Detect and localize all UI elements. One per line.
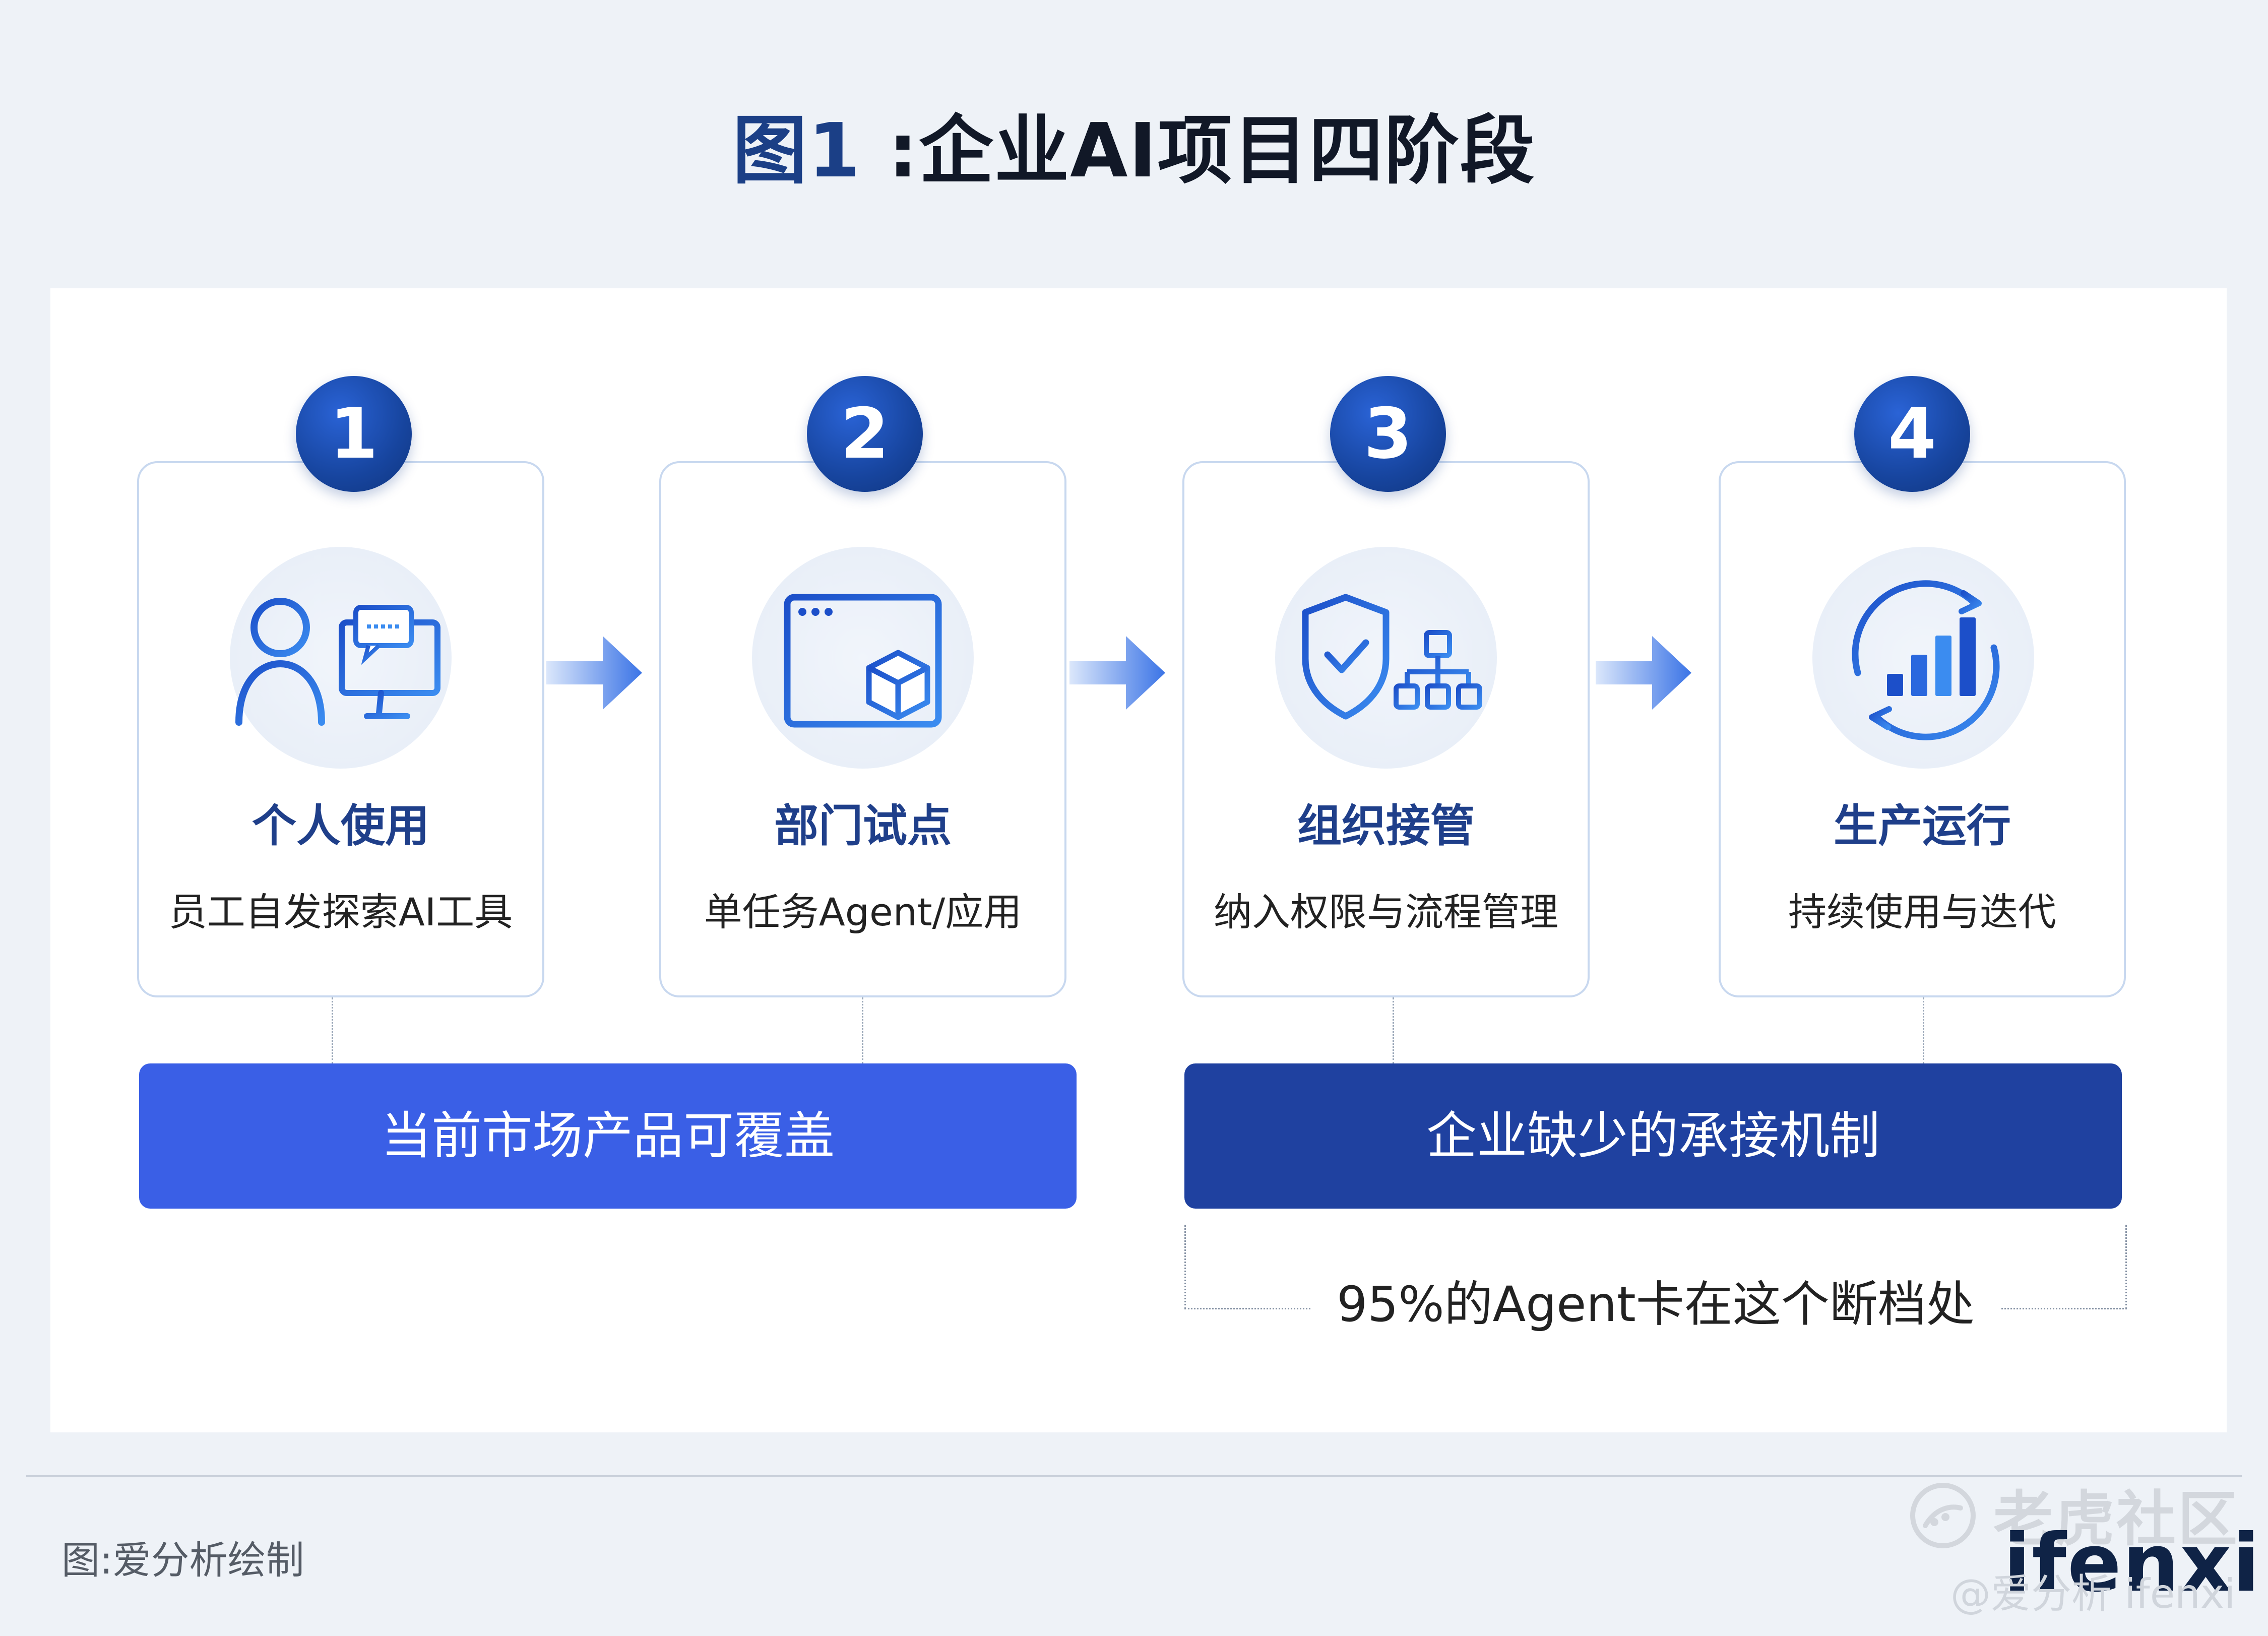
connector-line [332, 997, 333, 1064]
figure-number: 图1 [732, 107, 861, 194]
stage-number-badge-1: 1 [296, 376, 412, 492]
stage-title-1: 个人使用 [251, 800, 429, 852]
market-coverage-bar: 当前市场产品可覆盖 [139, 1063, 1077, 1209]
source-note: 图:爱分析绘制 [61, 1538, 304, 1583]
gap-note: 95%的Agent卡在这个断档处 [1310, 1271, 2001, 1338]
person-monitor-icon [230, 547, 452, 769]
figure-title-text: :企业AI项目四阶段 [861, 107, 1536, 194]
connector-line [1923, 997, 1924, 1064]
watermark-community: 老虎社区 [1993, 1484, 2240, 1554]
cycle-bar-chart-icon [1812, 547, 2034, 769]
stage-title-2: 部门试点 [774, 800, 952, 852]
brand-logo: ifenxi [2003, 1517, 2261, 1610]
page-title: 图1 :企业AI项目四阶段 [0, 90, 2268, 198]
missing-mechanism-bar: 企业缺少的承接机制 [1184, 1063, 2122, 1209]
footer-divider [26, 1475, 2242, 1477]
stage-number-badge-2: 2 [807, 376, 923, 492]
stage-number-badge-4: 4 [1854, 376, 1970, 492]
watermark-credit: @爱分析 ifenxi [1950, 1570, 2236, 1617]
stage-desc-1: 员工自发探索AI工具 [168, 890, 513, 934]
arrow-right-icon [546, 636, 642, 710]
connector-line [862, 997, 863, 1064]
connector-line [1393, 997, 1394, 1064]
stage-desc-3: 纳入权限与流程管理 [1214, 890, 1558, 934]
stage-desc-4: 持续使用与迭代 [1788, 890, 2056, 934]
stage-number-badge-3: 3 [1330, 376, 1446, 492]
arrow-right-icon [1596, 636, 1691, 710]
arrow-right-icon [1069, 636, 1165, 710]
browser-cube-icon [752, 547, 974, 769]
tiger-community-logo-icon [1910, 1483, 1976, 1548]
stage-title-4: 生产运行 [1833, 800, 2011, 852]
stage-title-3: 组织接管 [1297, 800, 1475, 852]
shield-org-chart-icon [1275, 547, 1497, 769]
stage-desc-2: 单任务Agent/应用 [704, 890, 1022, 934]
